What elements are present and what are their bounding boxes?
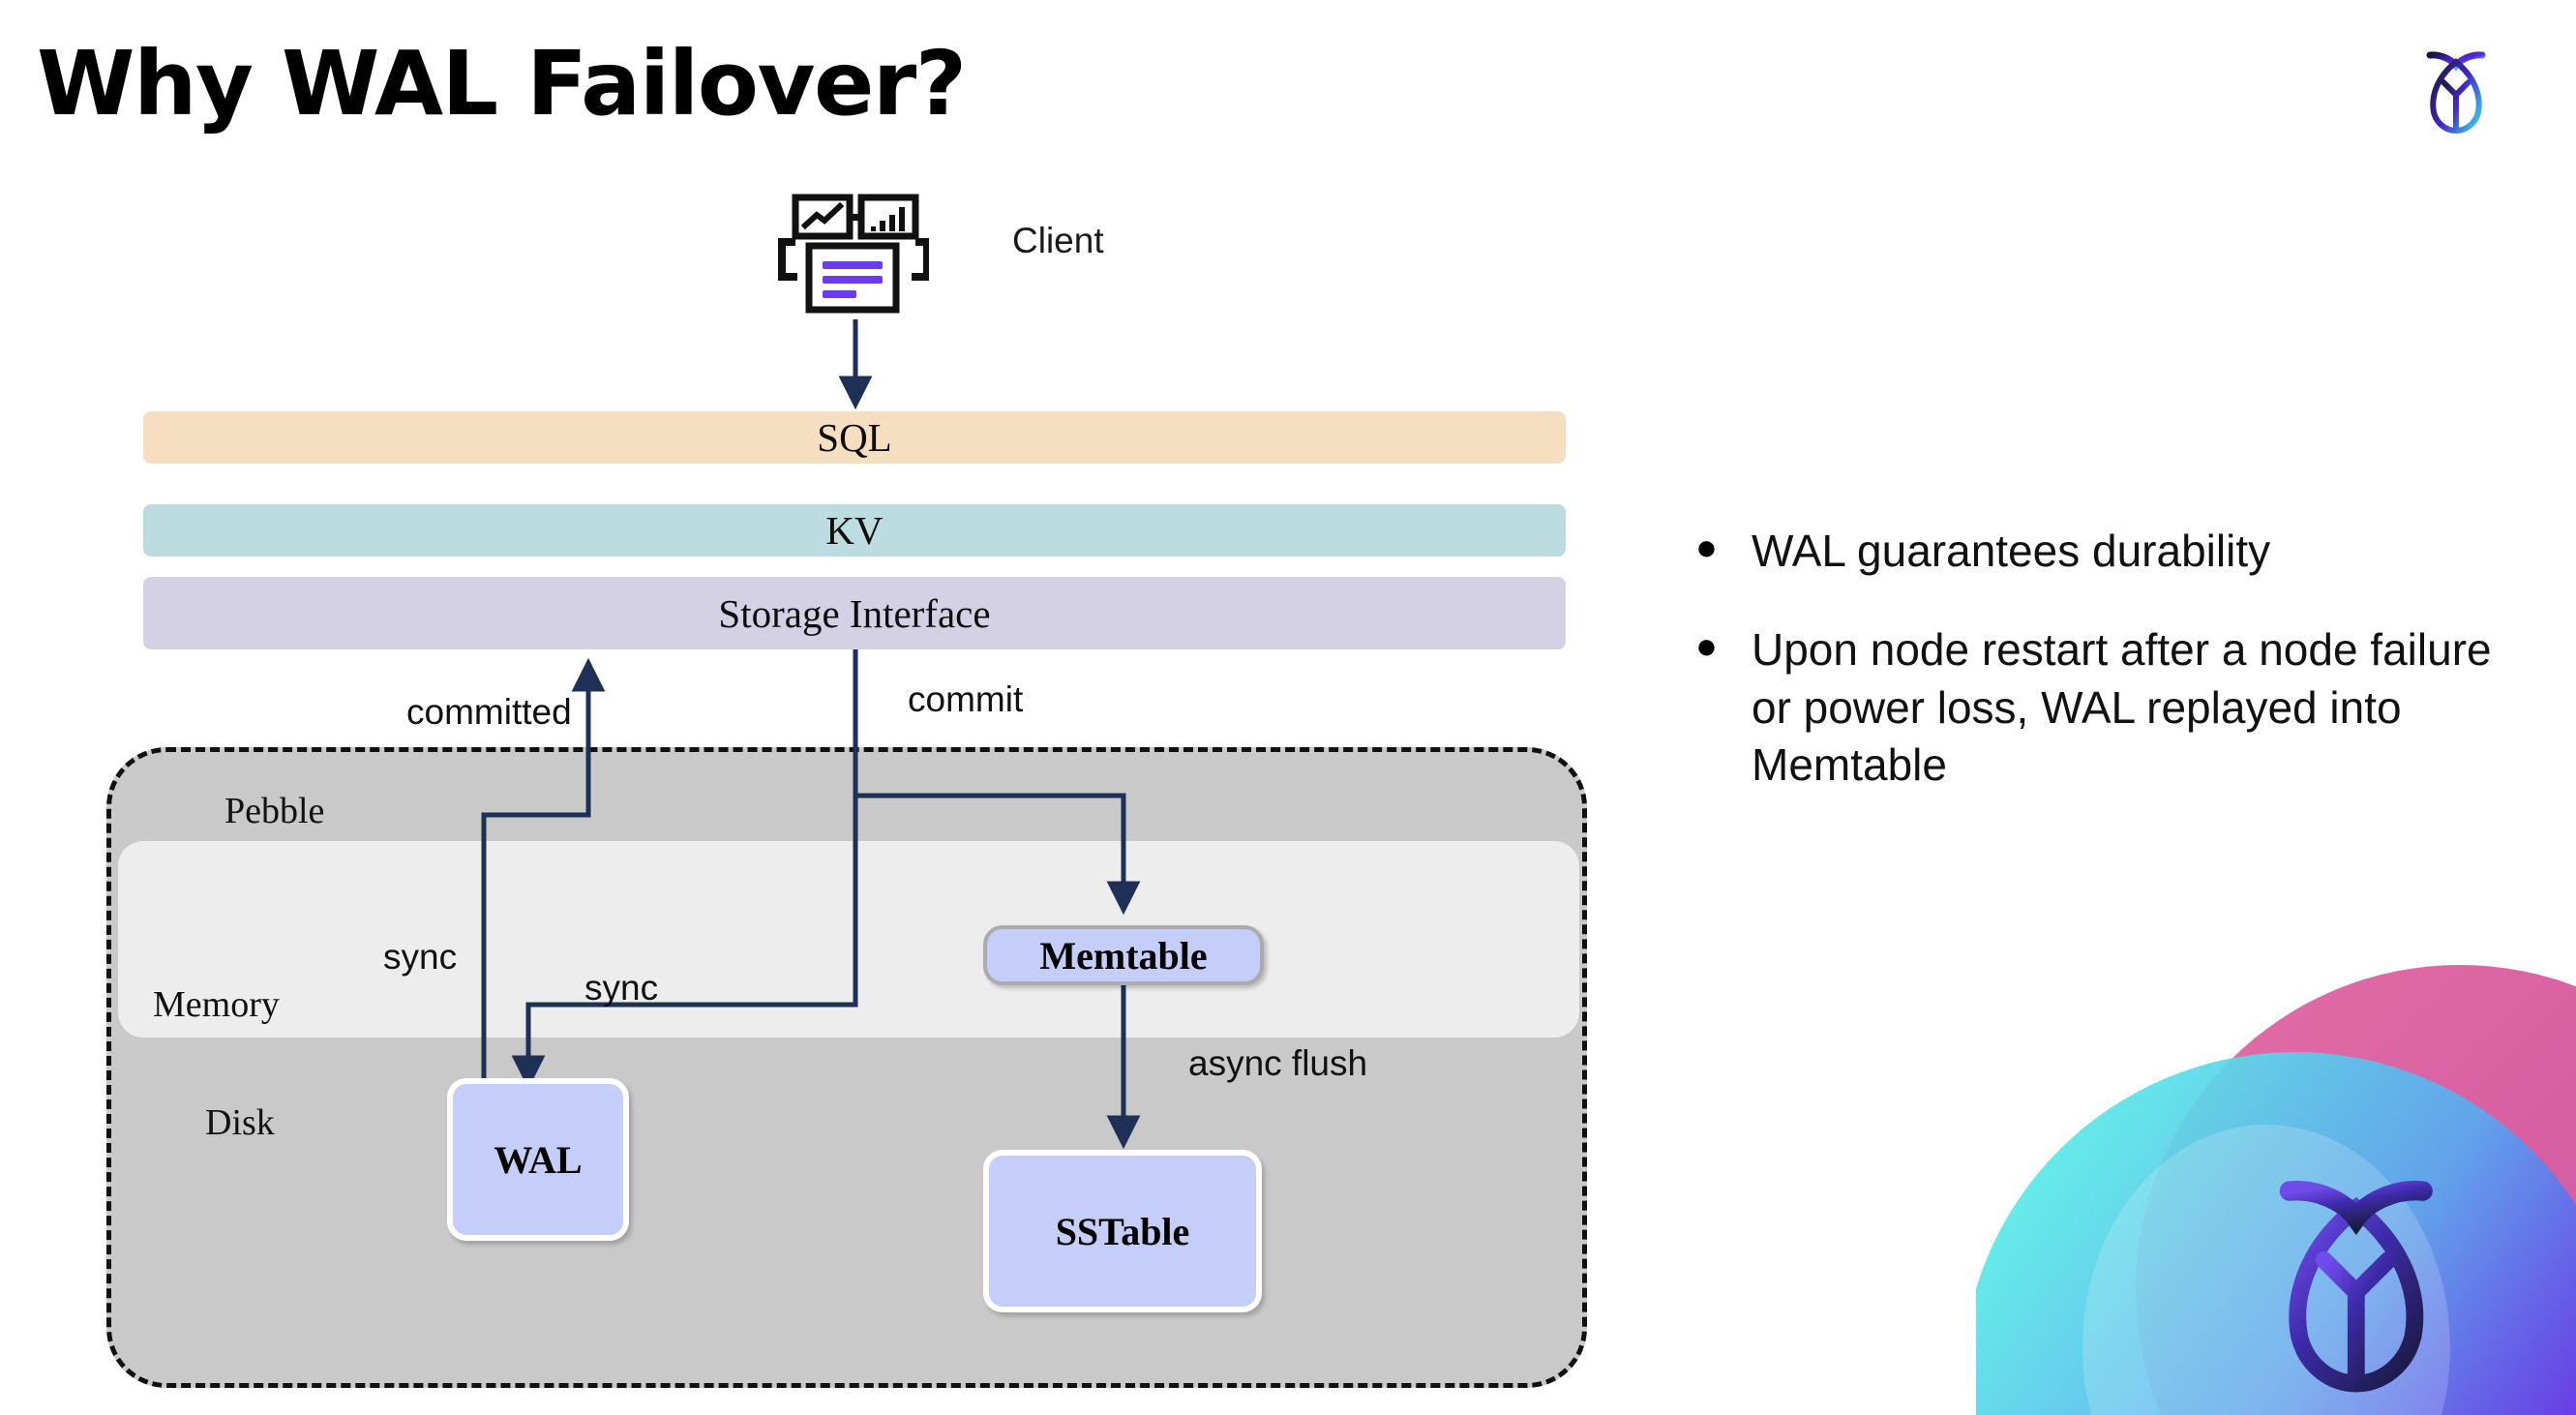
arrow-commit-to-wal — [511, 649, 858, 1090]
edge-label-async-flush: async flush — [1188, 1043, 1368, 1083]
client-dashboard-icon — [774, 194, 931, 319]
decorative-corner-graphic — [1976, 931, 2576, 1415]
wal-label: WAL — [494, 1137, 583, 1182]
edge-label-commit: commit — [908, 679, 1024, 719]
arrow-committed-to-storage — [481, 657, 606, 1078]
disk-label: Disk — [205, 1102, 275, 1143]
component-sstable[interactable]: SSTable — [983, 1150, 1262, 1312]
edge-label-committed: committed — [406, 692, 572, 732]
wal-architecture-diagram: Client SQL KV Storage Interface Pebble M… — [106, 194, 1587, 1388]
cockroachdb-logo — [2402, 35, 2510, 143]
client-label: Client — [1012, 221, 1104, 260]
bullet-text: WAL guarantees durability — [1752, 526, 2271, 576]
page-title: Why WAL Failover? — [37, 32, 967, 135]
list-item: ● Upon node restart after a node failure… — [1695, 621, 2499, 795]
bullet-marker: ● — [1695, 527, 1718, 568]
memory-label: Memory — [153, 984, 280, 1025]
component-memtable[interactable]: Memtable — [983, 925, 1264, 985]
layer-label-kv: KV — [825, 508, 884, 553]
edge-label-sync-1: sync — [383, 937, 458, 977]
layer-bar-storage-interface[interactable]: Storage Interface — [143, 577, 1566, 649]
bullet-text: Upon node restart after a node failure o… — [1752, 623, 2492, 791]
sstable-label: SSTable — [1055, 1209, 1190, 1253]
layer-bar-kv[interactable]: KV — [143, 504, 1566, 557]
diagram-arrows — [481, 319, 1141, 1150]
component-wal[interactable]: WAL — [447, 1078, 629, 1241]
layer-label-storage-interface: Storage Interface — [718, 590, 991, 636]
edge-label-sync-2: sync — [584, 968, 659, 1008]
layer-label-sql: SQL — [817, 415, 892, 460]
pebble-label: Pebble — [225, 791, 325, 831]
bullet-list: ● WAL guarantees durability ● Upon node … — [1695, 523, 2499, 835]
arrow-commit-to-memtable — [855, 793, 1141, 916]
bullet-marker: ● — [1695, 625, 1718, 667]
layer-bar-sql[interactable]: SQL — [143, 411, 1566, 464]
list-item: ● WAL guarantees durability — [1695, 523, 2499, 581]
memtable-label: Memtable — [1039, 933, 1208, 978]
